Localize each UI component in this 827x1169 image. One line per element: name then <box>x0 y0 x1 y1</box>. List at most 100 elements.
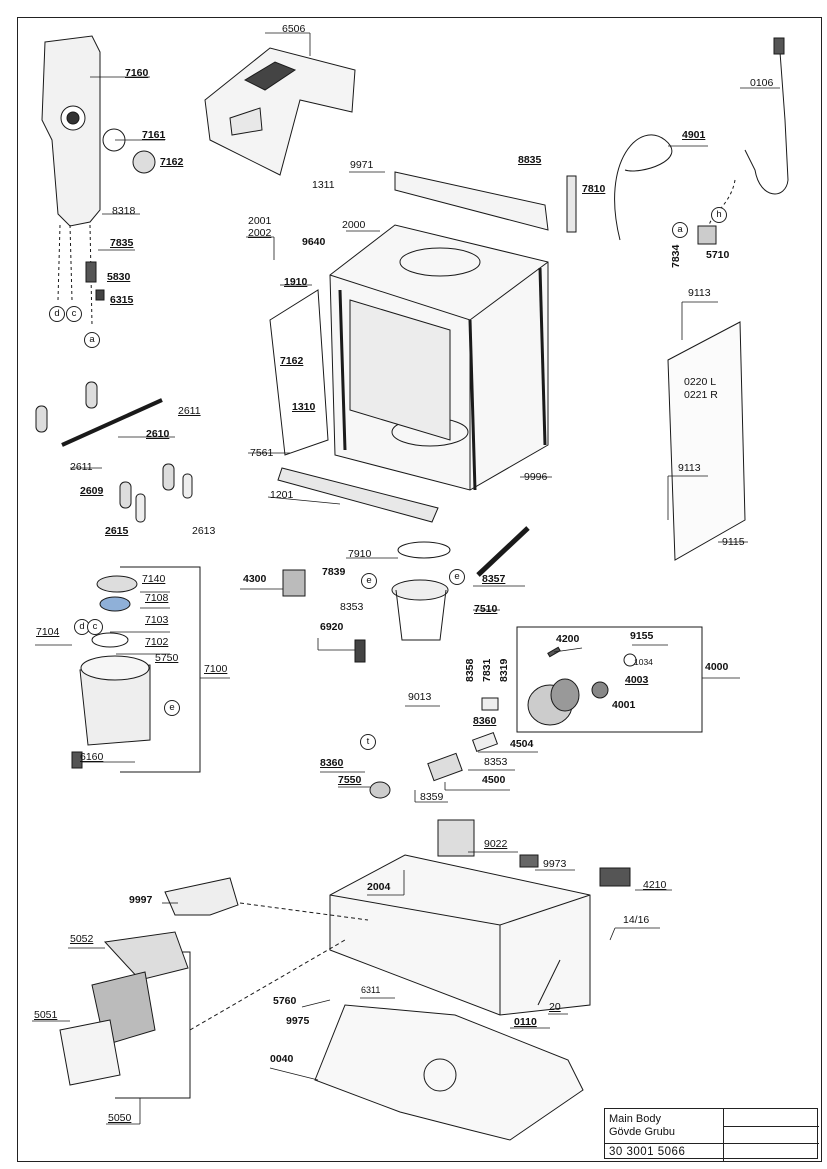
part-2000-tub-frame <box>329 224 549 491</box>
label-7510: 7510 <box>474 603 498 615</box>
label-7162-mid: 7162 <box>280 355 304 367</box>
label-8353-top: 8353 <box>340 601 364 613</box>
part-1201-strip <box>277 467 439 523</box>
part-20-rod <box>537 959 561 1006</box>
label-2609: 2609 <box>80 485 104 497</box>
label-0110: 0110 <box>514 1016 537 1028</box>
label-6311: 6311 <box>361 985 381 995</box>
label-2001: 2001 <box>248 215 272 227</box>
label-9113-bottom: 9113 <box>678 462 701 474</box>
label-7140: 7140 <box>142 573 166 585</box>
label-8359: 8359 <box>420 791 444 803</box>
label-5051: 5051 <box>34 1009 58 1021</box>
label-8318: 8318 <box>112 205 136 217</box>
label-7834: 7834 <box>670 244 682 268</box>
label-4500: 4500 <box>482 774 506 786</box>
part-0220-side-panel <box>667 321 746 561</box>
label-4003: 4003 <box>625 674 649 686</box>
label-5052: 5052 <box>70 933 94 945</box>
label-9113-top: 9113 <box>688 287 711 299</box>
callout-a-door: a <box>84 332 100 348</box>
label-7103: 7103 <box>145 614 169 626</box>
label-7100: 7100 <box>204 663 228 675</box>
part-7510-sump <box>282 526 530 663</box>
label-6506: 6506 <box>282 23 306 35</box>
part-4000-pump-group-box <box>516 626 703 733</box>
label-0106: 0106 <box>750 77 774 89</box>
document-number: 30 3001 5066 <box>609 1146 686 1158</box>
label-2613: 2613 <box>192 525 216 537</box>
callout-c-salt: c <box>87 619 103 635</box>
part-0040-base <box>314 1004 584 1141</box>
label-9640: 9640 <box>302 236 326 248</box>
label-1311: 1311 <box>312 179 335 191</box>
part-0106-power-cable <box>744 51 789 195</box>
label-4001: 4001 <box>612 699 636 711</box>
part-4300 <box>282 569 306 597</box>
drawing-frame <box>17 17 822 1162</box>
label-7550: 7550 <box>338 774 362 786</box>
part-9973 <box>519 854 539 868</box>
label-7102: 7102 <box>145 636 169 648</box>
label-8360-bottom: 8360 <box>320 757 344 769</box>
label-4210: 4210 <box>643 879 667 891</box>
callout-t: t <box>360 734 376 750</box>
label-2002: 2002 <box>248 227 272 239</box>
part-4210 <box>599 867 631 887</box>
label-7910: 7910 <box>348 548 372 560</box>
part-5710-valve <box>697 225 717 245</box>
part-2610-hinge-rod <box>61 398 163 447</box>
label-1910: 1910 <box>284 276 308 288</box>
label-8319: 8319 <box>498 658 510 682</box>
label-7835: 7835 <box>110 237 134 249</box>
label-9013: 9013 <box>408 691 432 703</box>
label-1201: 1201 <box>270 489 294 501</box>
label-4504: 4504 <box>510 738 534 750</box>
label-4901: 4901 <box>682 129 706 141</box>
label-8357: 8357 <box>482 573 506 585</box>
part-5052 <box>103 931 189 981</box>
label-14-16: 14/16 <box>623 914 650 926</box>
part-9640-seal <box>269 289 329 456</box>
label-6920: 6920 <box>320 621 344 633</box>
callout-e-salt: e <box>164 700 180 716</box>
label-7104: 7104 <box>36 626 60 638</box>
callout-e-sump: e <box>361 573 377 589</box>
label-7160: 7160 <box>125 67 149 79</box>
callout-a-valve: a <box>672 222 688 238</box>
label-5710: 5710 <box>706 249 730 261</box>
label-2611-bottom: 2611 <box>70 461 93 473</box>
label-9997: 9997 <box>129 894 153 906</box>
label-8835: 8835 <box>518 154 542 166</box>
title-block: Main Body Gövde Grubu 30 3001 5066 <box>604 1108 819 1161</box>
label-7831: 7831 <box>481 658 493 682</box>
label-6315: 6315 <box>110 294 134 306</box>
title-en: Main Body <box>609 1113 661 1125</box>
part-7810-rod <box>566 175 577 233</box>
label-20: 20 <box>549 1001 561 1013</box>
label-7839: 7839 <box>322 566 346 578</box>
label-1310: 1310 <box>292 401 316 413</box>
label-2615: 2615 <box>105 525 129 537</box>
label-2611-top: 2611 <box>178 405 201 417</box>
callout-e-sump-right: e <box>449 569 465 585</box>
label-5830: 5830 <box>107 271 131 283</box>
callout-c-door: c <box>66 306 82 322</box>
label-2610: 2610 <box>146 428 170 440</box>
label-0040: 0040 <box>270 1053 294 1065</box>
part-7100-salt-container <box>71 575 151 769</box>
title-tr: Gövde Grubu <box>609 1126 676 1138</box>
label-9115: 9115 <box>722 536 745 548</box>
label-9975: 9975 <box>286 1015 310 1027</box>
label-7161: 7161 <box>142 129 166 141</box>
label-7561: 7561 <box>250 447 274 459</box>
label-4000: 4000 <box>705 661 729 673</box>
label-9973: 9973 <box>543 858 567 870</box>
label-4200: 4200 <box>556 633 580 645</box>
label-0221: 0221 R <box>684 389 718 401</box>
callout-d-door: d <box>49 306 65 322</box>
part-6506-top-cover <box>204 47 356 176</box>
part-4901-cable <box>614 134 673 241</box>
label-9971: 9971 <box>350 159 374 171</box>
